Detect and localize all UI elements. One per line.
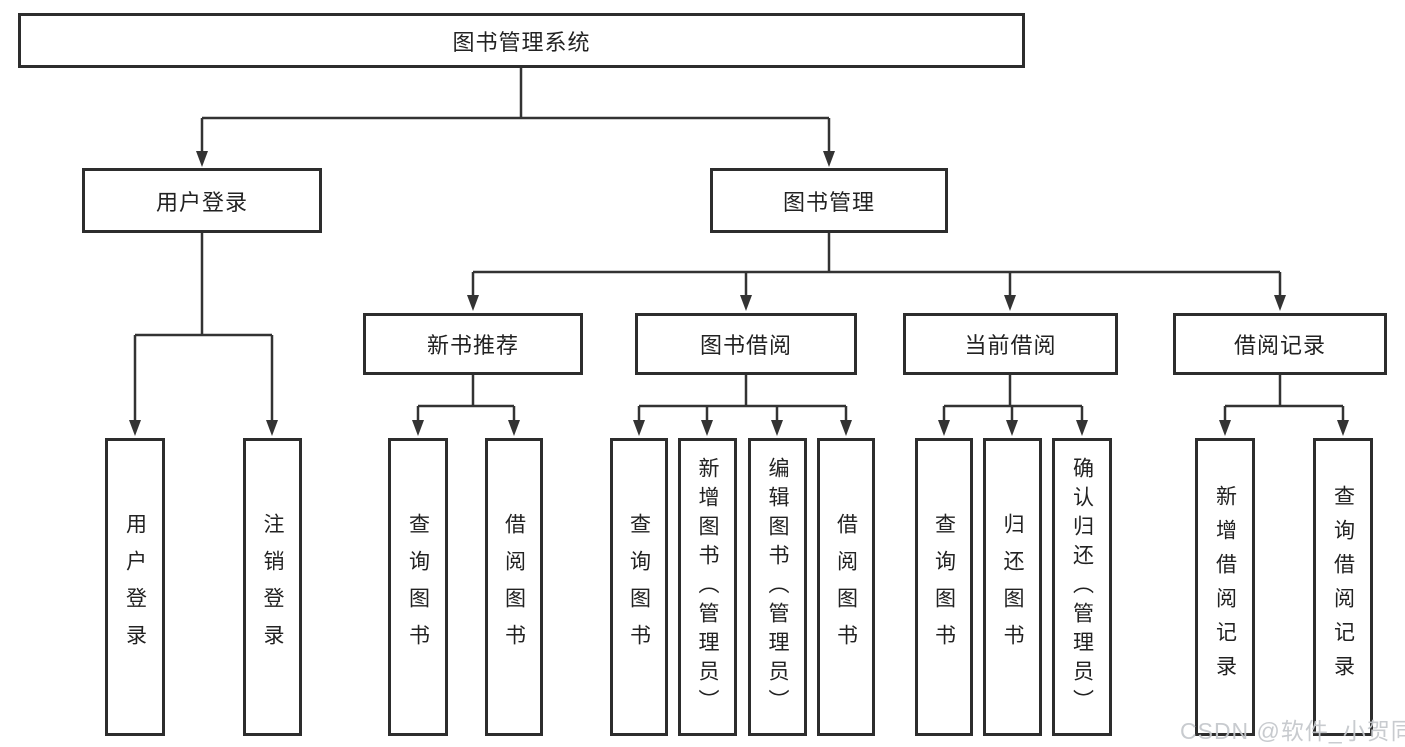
leaf-user-login: 用户登录 [105, 438, 165, 736]
leaf-current-query-books: 查询图书 [915, 438, 973, 736]
leaf-confirm-return-admin: 确认归还（管理员） [1052, 438, 1112, 736]
node-book-borrowing: 图书借阅 [635, 313, 857, 375]
node-book-borrowing-label: 图书借阅 [699, 333, 792, 358]
node-user-login-label: 用户登录 [155, 189, 248, 215]
node-root-label: 图书管理系统 [452, 29, 591, 55]
leaf-recommend-borrow-books: 借阅图书 [485, 438, 543, 736]
leaf-recommend-query-books: 查询图书 [388, 438, 448, 736]
leaf-borrowing-query-books: 查询图书 [610, 438, 668, 736]
leaf-add-books-admin: 新增图书（管理员） [678, 438, 737, 736]
node-borrowing-records: 借阅记录 [1173, 313, 1387, 375]
leaf-user-login-label: 用户登录 [123, 513, 147, 661]
leaf-add-borrow-record-label: 新增借阅记录 [1213, 485, 1237, 689]
leaf-recommend-query-books-label: 查询图书 [406, 513, 430, 661]
leaf-query-borrow-record: 查询借阅记录 [1313, 438, 1373, 736]
leaf-return-books-label: 归还图书 [1001, 513, 1024, 661]
node-root: 图书管理系统 [18, 13, 1025, 68]
node-book-management: 图书管理 [710, 168, 948, 233]
leaf-edit-books-admin: 编辑图书（管理员） [748, 438, 807, 736]
leaf-logout-label: 注销登录 [261, 513, 284, 661]
leaf-current-query-books-label: 查询图书 [932, 513, 956, 661]
node-new-book-recommend-label: 新书推荐 [426, 333, 519, 358]
node-current-borrowing-label: 当前借阅 [964, 333, 1057, 358]
node-user-login: 用户登录 [82, 168, 322, 233]
leaf-add-books-admin-label: 新增图书（管理员） [696, 456, 719, 718]
leaf-confirm-return-admin-label: 确认归还（管理员） [1070, 456, 1094, 718]
leaf-recommend-borrow-books-label: 借阅图书 [502, 513, 526, 661]
leaf-edit-books-admin-label: 编辑图书（管理员） [766, 456, 789, 718]
leaf-query-borrow-record-label: 查询借阅记录 [1331, 485, 1355, 689]
leaf-borrowing-borrow-books-label: 借阅图书 [834, 513, 858, 661]
leaf-borrowing-query-books-label: 查询图书 [627, 513, 651, 661]
leaf-logout: 注销登录 [243, 438, 302, 736]
node-book-management-label: 图书管理 [782, 189, 875, 215]
leaf-add-borrow-record: 新增借阅记录 [1195, 438, 1255, 736]
node-current-borrowing: 当前借阅 [903, 313, 1118, 375]
watermark: CSDN @软件_小贺同学 [1180, 718, 1405, 744]
leaf-return-books: 归还图书 [983, 438, 1042, 736]
leaf-borrowing-borrow-books: 借阅图书 [817, 438, 875, 736]
node-new-book-recommend: 新书推荐 [363, 313, 583, 375]
node-borrowing-records-label: 借阅记录 [1233, 333, 1326, 358]
